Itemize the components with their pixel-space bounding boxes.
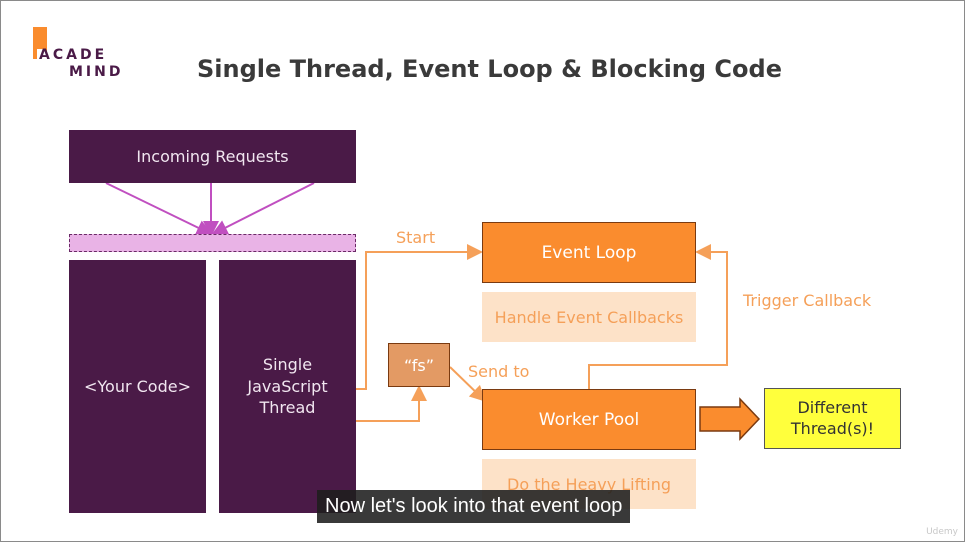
send-to-label: Send to <box>468 362 530 381</box>
thread-to-fs-arrow <box>356 385 427 422</box>
start-label: Start <box>396 228 436 247</box>
trigger-callback-arrow <box>588 244 728 389</box>
trigger-callback-label: Trigger Callback <box>743 291 872 310</box>
request-arrow-left <box>105 182 213 235</box>
logo-text-line2: MIND <box>69 64 124 80</box>
logo-flag-icon <box>33 27 47 59</box>
event-loop-box: Event Loop <box>482 222 696 283</box>
incoming-requests-box: Incoming Requests <box>69 130 356 183</box>
logo-text-line1: ACADE <box>39 47 108 63</box>
udemy-watermark: Udemy <box>926 527 958 537</box>
to-threads-arrow <box>699 397 761 441</box>
fs-box: “fs” <box>388 343 450 387</box>
request-queue-bar <box>69 234 356 252</box>
academind-logo: ACADE MIND <box>31 25 141 85</box>
request-arrow-right <box>211 182 315 235</box>
single-thread-box: Single JavaScript Thread <box>219 260 356 513</box>
video-caption: Now let's look into that event loop <box>317 490 631 523</box>
worker-pool-box: Worker Pool <box>482 389 696 450</box>
different-threads-box: Different Thread(s)! <box>764 388 901 449</box>
your-code-box: <Your Code> <box>69 260 206 513</box>
send-to-arrow <box>449 366 486 402</box>
start-arrow <box>356 244 483 390</box>
handle-callbacks-box: Handle Event Callbacks <box>482 292 696 342</box>
slide-title: Single Thread, Event Loop & Blocking Cod… <box>197 55 782 83</box>
